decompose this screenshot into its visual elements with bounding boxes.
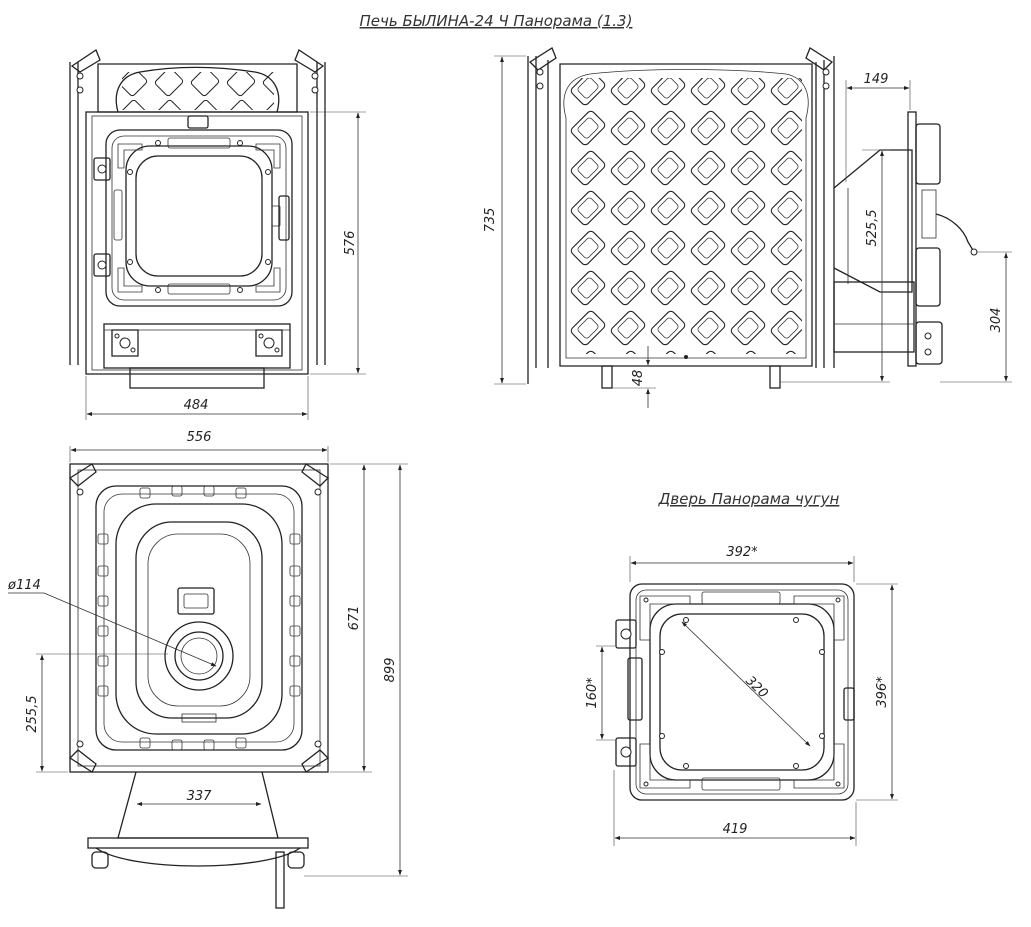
- top-overall-depth-label: 899: [383, 658, 398, 683]
- door-width-bottom-label: 419: [723, 822, 748, 837]
- outlet-offset-label: 255,5: [25, 695, 40, 732]
- front-view: [69, 49, 366, 420]
- side-total-height-label: 735: [483, 208, 498, 233]
- door-width-top-label: 392*: [726, 545, 758, 560]
- base-width-label: 337: [187, 789, 213, 804]
- side-depth-label: 149: [864, 72, 889, 87]
- door-height-label: 396*: [875, 676, 890, 708]
- front-height-label: 576: [343, 231, 358, 256]
- door-title: Дверь Панорама чугун: [658, 490, 840, 508]
- stove-title: Печь БЫЛИНА-24 Ч Панорама (1.3): [360, 12, 633, 30]
- side-view: [494, 47, 1012, 408]
- door-view: [596, 556, 898, 846]
- side-leg-height-label: 48: [631, 370, 646, 387]
- front-width-label: 484: [184, 398, 209, 413]
- top-view: [8, 446, 408, 909]
- side-lower-height-label: 304: [989, 308, 1004, 333]
- door-glass-diagonal-label: 320: [742, 673, 770, 701]
- top-width-label: 556: [187, 430, 212, 445]
- side-door-height-label: 525,5: [865, 209, 880, 246]
- top-body-depth-label: 671: [347, 606, 362, 631]
- outlet-diameter-label: ø114: [7, 578, 41, 593]
- door-hinge-span-label: 160*: [585, 677, 600, 709]
